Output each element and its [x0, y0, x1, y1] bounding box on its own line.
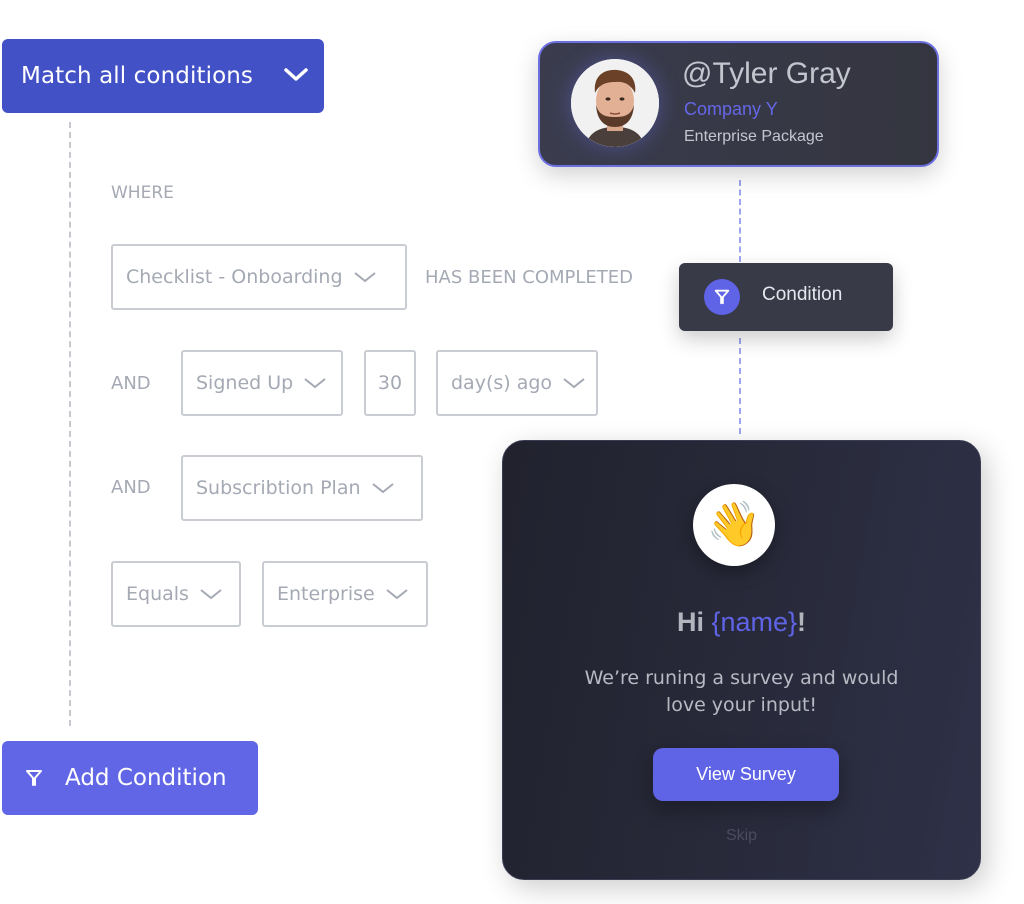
survey-popup-card: 👋 Hi {name}! We’re runing a survey and w… [502, 440, 981, 880]
subscription-plan-select[interactable]: Subscribtion Plan [181, 455, 423, 521]
operator-select-value: Equals [126, 583, 189, 605]
greeting-suffix: ! [797, 607, 807, 637]
survey-message: We’re runing a survey and would love you… [503, 665, 980, 719]
greeting-heading: Hi {name}! [503, 607, 980, 638]
filter-icon [26, 770, 42, 786]
connector-line-top [739, 180, 741, 262]
avatar [571, 59, 659, 147]
connector-line-bottom [739, 338, 741, 434]
and-label: AND [111, 373, 151, 394]
greeting-prefix: Hi [676, 607, 704, 637]
filter-icon [714, 289, 730, 305]
checklist-select-value: Checklist - Onboarding [126, 266, 343, 288]
match-conditions-label: Match all conditions [21, 63, 253, 89]
user-profile-card: @Tyler Gray Company Y Enterprise Package [538, 41, 939, 167]
time-unit-select-value: day(s) ago [451, 372, 553, 394]
days-amount-input[interactable]: 30 [364, 350, 416, 416]
chevron-down-icon [284, 68, 308, 81]
chevron-down-icon [563, 378, 585, 389]
waving-hand-emoji: 👋 [706, 499, 762, 550]
match-conditions-dropdown[interactable]: Match all conditions [2, 39, 324, 113]
user-photo-icon [571, 59, 659, 147]
plan-value-select-value: Enterprise [277, 583, 375, 605]
condition-chip-label: Condition [762, 284, 843, 305]
add-condition-button[interactable]: Add Condition [2, 741, 258, 815]
chevron-down-icon [304, 378, 326, 389]
add-condition-label: Add Condition [65, 765, 227, 791]
survey-message-line2: love your input! [665, 694, 818, 716]
view-survey-button[interactable]: View Survey [653, 748, 839, 801]
chevron-down-icon [386, 589, 408, 600]
profile-company: Company Y [684, 99, 778, 119]
days-amount-value: 30 [377, 372, 403, 394]
chevron-down-icon [353, 272, 376, 283]
filter-icon-badge [704, 279, 740, 315]
chevron-down-icon [371, 483, 394, 494]
and-label: AND [111, 477, 151, 498]
survey-message-line1: We’re runing a survey and would [584, 667, 899, 689]
has-been-completed-label: HAS BEEN COMPLETED [425, 267, 634, 288]
profile-name: @Tyler Gray [682, 57, 851, 90]
profile-package: Enterprise Package [684, 128, 824, 145]
where-label: WHERE [111, 183, 174, 203]
greeting-name-variable: {name} [711, 607, 798, 637]
signed-up-select-value: Signed Up [196, 372, 294, 394]
plan-value-select[interactable]: Enterprise [262, 561, 428, 627]
subscription-plan-select-value: Subscribtion Plan [196, 477, 361, 499]
time-unit-select[interactable]: day(s) ago [436, 350, 598, 416]
checklist-select[interactable]: Checklist - Onboarding [111, 244, 407, 310]
chevron-down-icon [200, 589, 222, 600]
connector-line-left [69, 122, 71, 726]
skip-link[interactable]: Skip [725, 827, 758, 844]
condition-chip[interactable]: Condition [679, 263, 893, 331]
signed-up-select[interactable]: Signed Up [181, 350, 343, 416]
operator-select[interactable]: Equals [111, 561, 241, 627]
waving-hand-icon: 👋 [693, 484, 775, 566]
